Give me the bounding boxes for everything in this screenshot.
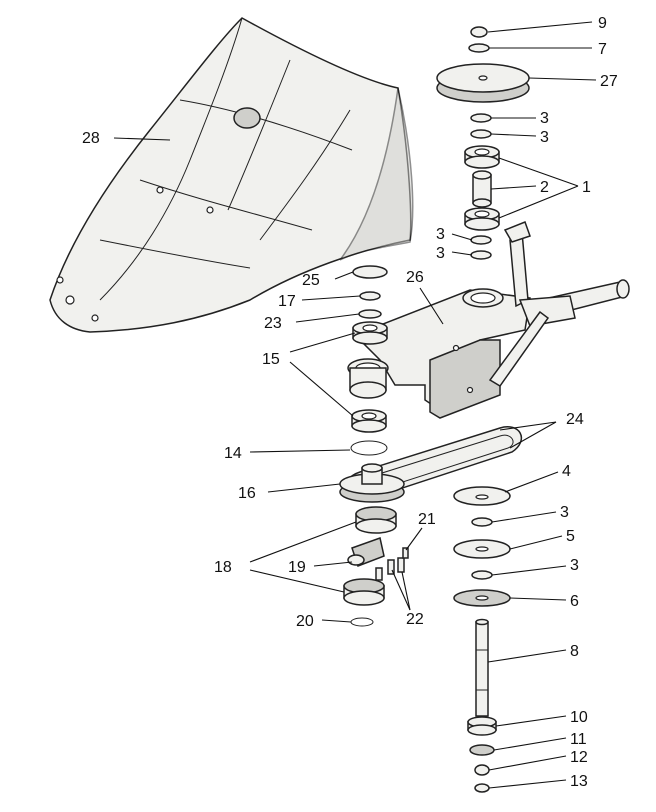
callout-10: 10: [570, 709, 588, 726]
part-12-nut: [474, 764, 490, 776]
callout-1: 1: [582, 179, 591, 196]
callout-15: 15: [262, 351, 280, 368]
part-15-bearing-lower: [351, 409, 387, 433]
callout-2: 2: [540, 179, 549, 196]
part-7-washer: [468, 43, 490, 53]
callout-3d: 3: [436, 245, 445, 262]
callout-3c: 3: [436, 226, 445, 243]
part-3-spacer-f: [471, 570, 493, 580]
callout-24: 24: [566, 411, 584, 428]
leader-lines: [113, 21, 597, 789]
part-16-pulley: [339, 463, 405, 503]
callout-27: 27: [600, 73, 618, 90]
part-3-spacer-e: [471, 517, 493, 527]
callout-21: 21: [418, 511, 436, 528]
part-13-nut: [474, 783, 490, 793]
callout-7: 7: [598, 41, 607, 58]
part-1-bearing-lower: [464, 207, 500, 231]
part-18-bearing-upper: [355, 506, 397, 534]
part-2-sleeve: [472, 170, 492, 208]
part-15-bearing-upper: [352, 321, 388, 345]
callout-17: 17: [278, 293, 296, 310]
callout-14: 14: [224, 445, 242, 462]
callout-13: 13: [570, 773, 588, 790]
part-5-disc: [453, 539, 511, 559]
part-3-spacer-c: [470, 235, 492, 245]
part-11-washer: [469, 744, 495, 756]
callout-19: 19: [288, 559, 306, 576]
callout-28: 28: [82, 130, 100, 147]
callout-18: 18: [214, 559, 232, 576]
part-25-cap: [352, 265, 388, 279]
part-18-bearing-lower: [343, 578, 385, 606]
part-3-spacer-d: [470, 250, 492, 260]
callout-3b: 3: [540, 129, 549, 146]
callout-3e: 3: [560, 504, 569, 521]
callout-3a: 3: [540, 110, 549, 127]
callout-3f: 3: [570, 557, 579, 574]
callout-26: 26: [406, 269, 424, 286]
part-4-disc: [453, 486, 511, 506]
callout-6: 6: [570, 593, 579, 610]
part-28-cover: [49, 17, 414, 333]
callout-25: 25: [302, 272, 320, 289]
part-10-bearing: [467, 716, 497, 736]
part-1-bearing-upper: [464, 145, 500, 169]
callout-4: 4: [562, 463, 571, 480]
part-3-spacer-b: [470, 129, 492, 139]
part-26-bracket: [347, 221, 630, 419]
part-17-ring: [359, 291, 381, 301]
callout-22: 22: [406, 611, 424, 628]
part-3-spacer-a: [470, 113, 492, 123]
callout-9: 9: [598, 15, 607, 32]
part-27-pulley: [436, 63, 530, 103]
callout-20: 20: [296, 613, 314, 630]
part-9-nut: [470, 26, 488, 38]
part-6-disc: [453, 589, 511, 607]
part-14-snap-ring: [350, 440, 388, 456]
part-8-shaft: [475, 618, 489, 717]
part-19-hub: [347, 537, 385, 567]
part-20-ring: [350, 617, 374, 627]
part-23-washer: [358, 309, 382, 319]
callout-23: 23: [264, 315, 282, 332]
part-21-22-pins: [375, 547, 409, 581]
callout-8: 8: [570, 643, 579, 660]
callout-11: 11: [570, 731, 587, 748]
callout-12: 12: [570, 749, 588, 766]
callout-5: 5: [566, 528, 575, 545]
callout-16: 16: [238, 485, 256, 502]
callout-labels: 9 7 27 3 3 1 2 3 3 28 25 26 17 23 15 24 …: [82, 15, 618, 790]
